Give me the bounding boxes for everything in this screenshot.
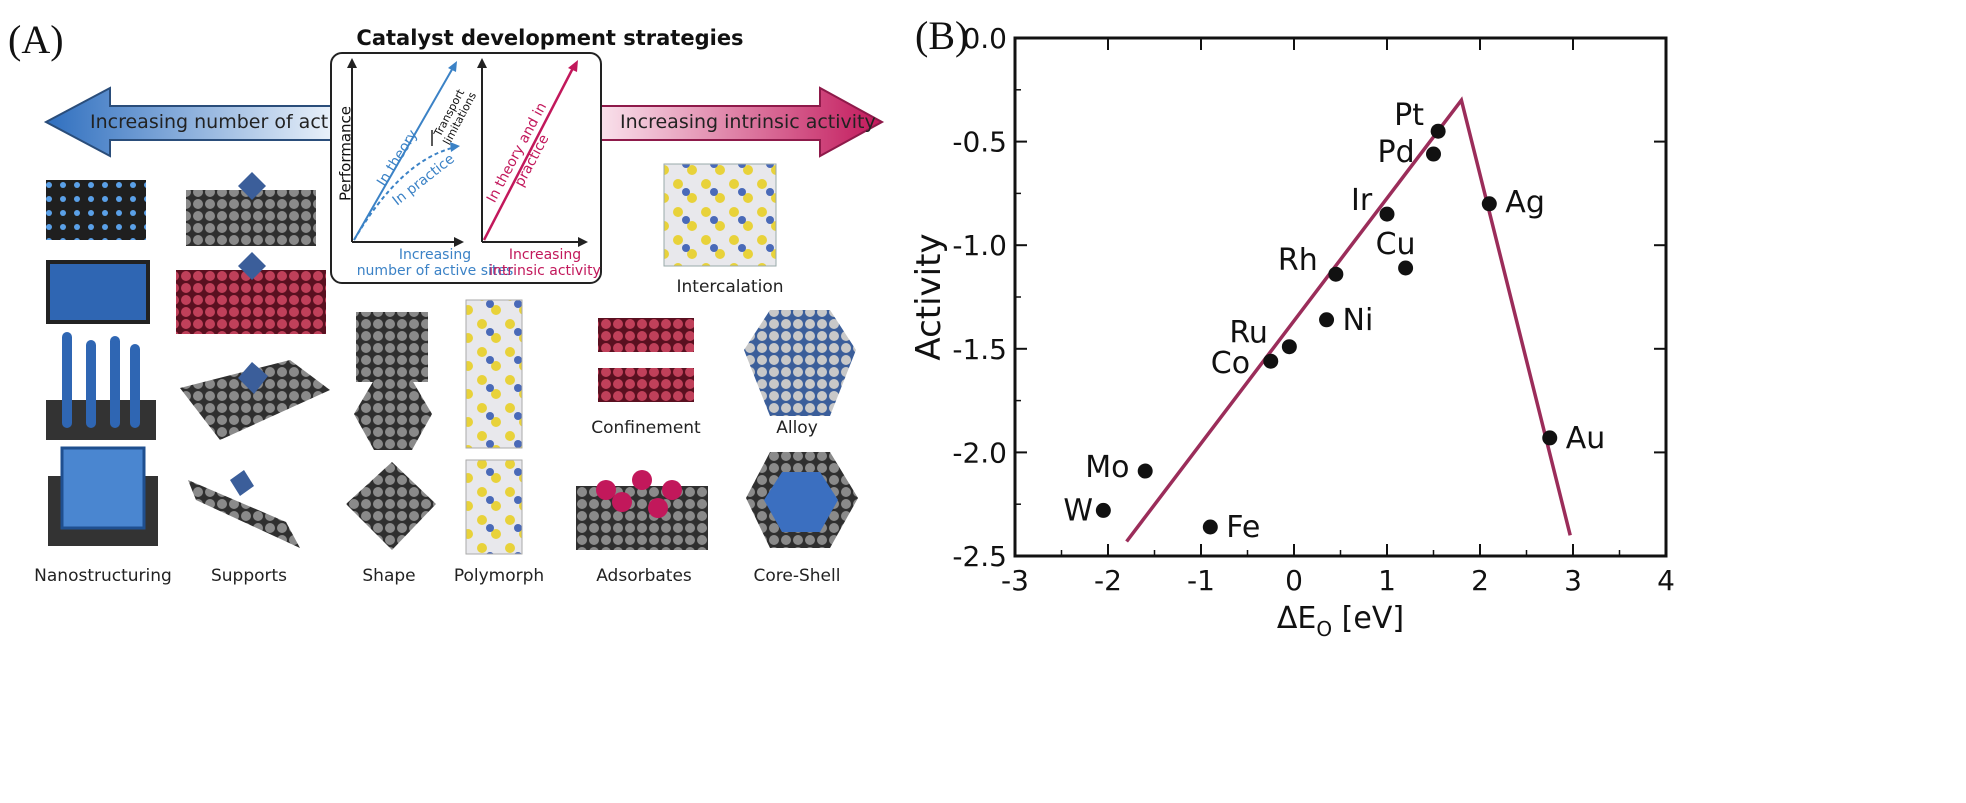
data-point-ag [1481,196,1497,212]
panel-b-letter: (B) [915,13,969,58]
point-label-fe: Fe [1226,510,1260,545]
point-label-au: Au [1566,421,1606,456]
strategy-arrows [43,86,885,158]
point-label-co: Co [1211,346,1250,381]
adsorbates-slab [576,486,708,550]
x-tick-label: 3 [1564,564,1582,597]
panel-a-letter: (A) [8,17,64,62]
shape-polyhedron [354,380,432,450]
point-label-w: W [1063,493,1093,528]
x-tick-label: -1 [1187,564,1215,597]
data-point-ru [1281,339,1297,355]
shape-octahedron [346,462,436,550]
right-arrow-label: Increasing intrinsic activity [620,111,876,133]
data-point-ni [1319,312,1335,328]
intercalation-structure [663,163,777,267]
caption-adsorbates: Adsorbates [596,566,692,586]
data-point-co [1263,353,1279,369]
support-1 [186,190,316,246]
y-tick-label: -0.5 [952,126,1007,159]
data-point-fe [1202,519,1218,535]
x-tick-label: 2 [1471,564,1489,597]
caption-nanostructuring: Nanostructuring [34,566,172,586]
volcano-chart: -3 -2 -1 0 1 2 3 4 0.0 -0.5 -1.0 -1.5 -2.0 -2.5 PtPdA… [909,22,1675,641]
y-axis-label: Activity [909,233,949,360]
x-axis-label: ΔEO [eV] [1277,601,1404,641]
inset-x-left-2: number of active sites [356,263,514,279]
y-tick-label: -2.0 [952,436,1007,469]
x-tick-label: -2 [1094,564,1122,597]
y-tick-label: -1.5 [952,333,1007,366]
nanostructure-2 [46,260,150,324]
x-tick-label: 0 [1285,564,1303,597]
catalyst-illustrations [46,163,858,555]
data-point-w [1095,502,1111,518]
y-tick-label: -2.5 [952,540,1007,573]
y-tick-label: -1.0 [952,229,1007,262]
nanostructure-1 [46,180,146,240]
data-point-rh [1328,266,1344,282]
point-label-ni: Ni [1343,303,1374,338]
point-label-ag: Ag [1505,185,1545,220]
caption-core-shell: Core-Shell [753,566,841,586]
data-point-pd [1426,146,1441,162]
x-tick-label: -3 [1001,564,1029,597]
caption-intercalation: Intercalation [676,277,784,297]
confinement-bottom [598,368,694,402]
strategy-title: Catalyst development strategies [356,26,744,50]
support-2 [176,270,326,334]
data-point-cu [1398,260,1414,276]
caption-shape: Shape [362,566,416,586]
point-label-ir: Ir [1351,183,1373,218]
caption-polymorph: Polymorph [453,566,545,586]
support-3 [180,360,330,440]
caption-alloy: Alloy [776,418,818,438]
caption-confinement: Confinement [591,418,701,438]
right-arrow [589,86,885,158]
point-label-cu: Cu [1376,227,1416,262]
confinement-top [598,318,694,352]
inset-x-right-2: intrinsic activity [489,263,601,279]
point-label-pt: Pt [1394,98,1424,133]
point-label-pd: Pd [1378,135,1415,170]
inset-plots [347,58,588,247]
point-label-rh: Rh [1278,243,1318,278]
polymorph-2 [465,459,523,555]
support-4 [188,480,300,548]
data-point-ir [1379,206,1395,222]
inset-x-right-1: Increasing [508,247,582,263]
shape-cube [356,312,428,382]
data-point-mo [1137,463,1153,479]
x-tick-label: 1 [1378,564,1396,597]
data-point-au [1542,430,1558,446]
data-point-pt [1430,123,1446,139]
x-tick-label: 4 [1657,564,1675,597]
point-label-mo: Mo [1085,450,1129,485]
y-tick-label: 0.0 [962,22,1007,55]
left-arrow-label: Increasing number of active sites [90,111,407,133]
inset-x-left-1: Increasing [398,247,472,263]
alloy-particle [744,310,856,416]
caption-supports: Supports [210,566,288,586]
volcano-line [1125,96,1572,543]
polymorph-1 [465,299,523,449]
point-label-ru: Ru [1229,316,1268,351]
inset-box [330,52,602,284]
